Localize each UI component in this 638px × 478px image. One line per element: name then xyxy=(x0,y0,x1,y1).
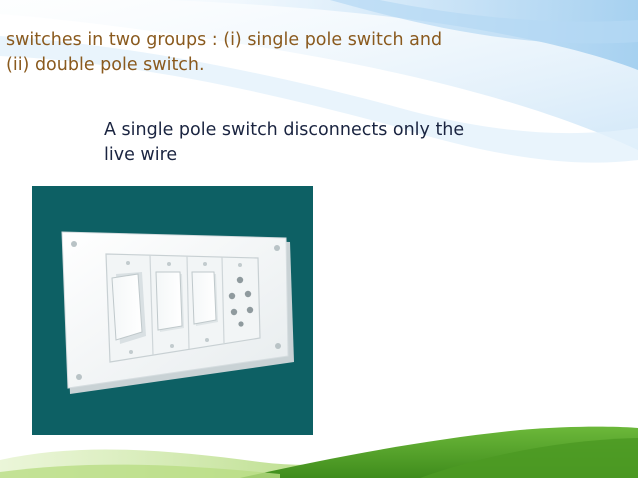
grass-hill-decoration xyxy=(0,426,638,478)
body-line: A single pole switch disconnects only th… xyxy=(104,120,465,140)
switch-board-photo xyxy=(32,186,313,435)
slide-heading: switches in two groups : (i) single pole… xyxy=(6,28,526,78)
heading-line: switches in two groups : (i) single pole… xyxy=(6,30,443,50)
body-line: live wire xyxy=(104,145,178,165)
switch-board-illustration xyxy=(61,231,294,394)
heading-line: (ii) double pole switch. xyxy=(6,55,205,75)
slide-body-text: A single pole switch disconnects only th… xyxy=(104,118,534,168)
